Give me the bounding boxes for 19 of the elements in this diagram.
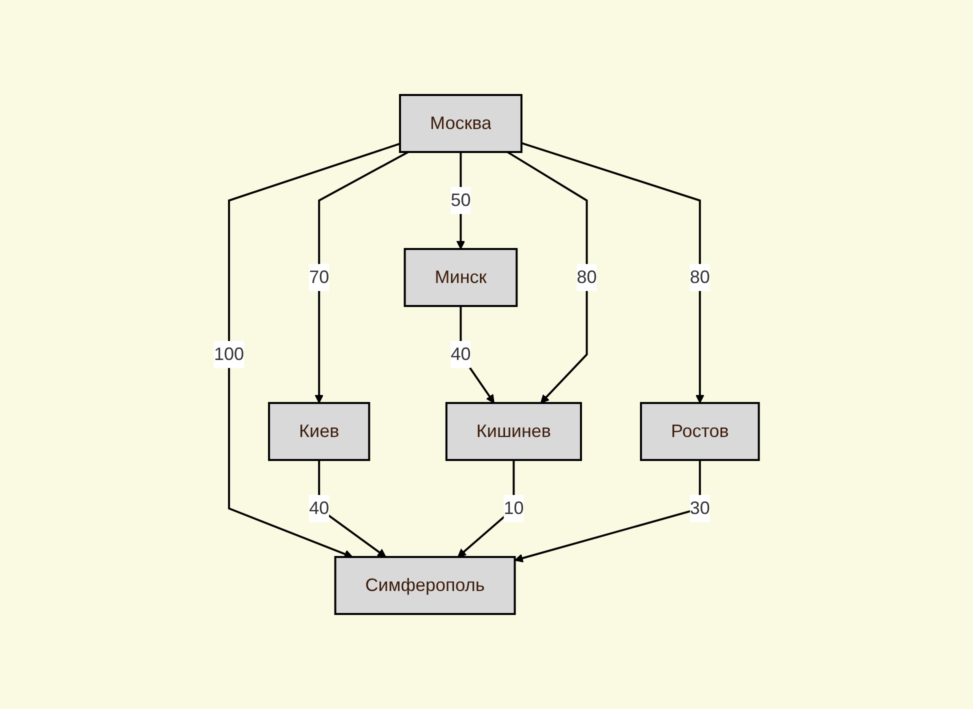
- node-box: Москва: [399, 94, 523, 153]
- node-box: Кишинев: [446, 402, 582, 461]
- edge-label: 80: [690, 266, 710, 287]
- edge-label: 30: [690, 498, 710, 518]
- edge-label: 40: [450, 344, 471, 364]
- arrow: [521, 142, 704, 404]
- arrow: [514, 460, 701, 562]
- edge-label: 100: [214, 344, 244, 364]
- edge-label: 40: [309, 498, 330, 518]
- node-box: Минск: [404, 248, 518, 307]
- edge-label: 80: [576, 266, 597, 287]
- edge-label: 70: [309, 266, 330, 287]
- node-box: Ростов: [640, 402, 760, 461]
- arrow: [506, 151, 588, 404]
- arrow: [314, 151, 409, 404]
- node-box: Киев: [268, 402, 370, 461]
- edge-label: 50: [450, 190, 471, 210]
- edge-label: 10: [504, 498, 524, 518]
- node-box: Симферополь: [334, 556, 516, 615]
